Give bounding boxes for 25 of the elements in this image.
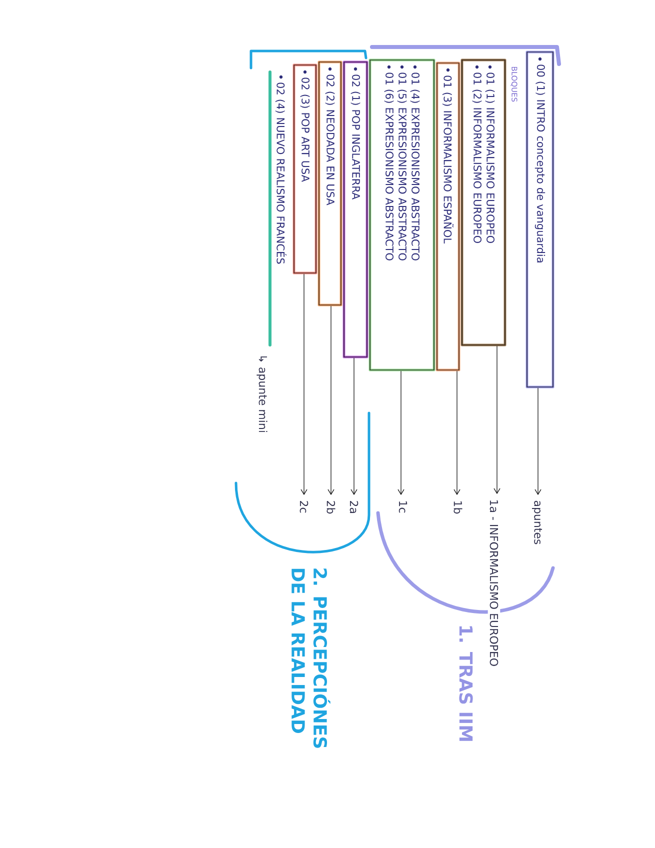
item-label: apuntes <box>530 498 544 547</box>
item-label: 2b <box>324 498 338 516</box>
arrow <box>398 371 404 495</box>
item-label: 1a - INFORMALISMO EUROPEO <box>488 497 500 669</box>
list-box: 02 (2) NEODADA EN USA <box>318 60 342 306</box>
list-box: 01 (4) EXPRESIONISMO ABSTRACTO 01 (5) EXPRESIONISMO ABSTRACTO 01 (6) EXPRESIONISMO ABSTRACTO <box>368 58 436 372</box>
item-label: 1b <box>452 498 464 516</box>
list-box: 02 (1) POP INGLATERRA <box>342 60 368 358</box>
arrow <box>534 388 542 495</box>
arrow <box>494 346 500 494</box>
arrow <box>328 306 334 495</box>
list-box: 02 (3) POP ART USA <box>292 64 318 274</box>
group-title: 2. PERCEPCIÓNES DE LA REALIDAD <box>292 568 330 748</box>
item-label: 2c <box>298 498 310 516</box>
item-label: 2a <box>348 498 360 516</box>
note-text: ↳ apunte mini <box>256 356 268 432</box>
arrow <box>454 371 460 495</box>
list-box: 00 (1) INTRO concepto de vanguardia <box>526 50 554 388</box>
arrow <box>350 358 358 495</box>
group-title: 1. TRAS IIM <box>459 626 473 741</box>
list-box: 01 (3) INFORMALISMO ESPAÑOL <box>436 62 460 372</box>
item-label: 1c <box>396 498 410 516</box>
list-box: 02 (4) NUEVO REALISMO FRANCÉS <box>268 70 287 346</box>
arrow <box>300 274 308 495</box>
list-box: 01 (1) INFORMALISMO EUROPEO 01 (2) INFORMALISMO EUROPEO <box>460 58 506 346</box>
